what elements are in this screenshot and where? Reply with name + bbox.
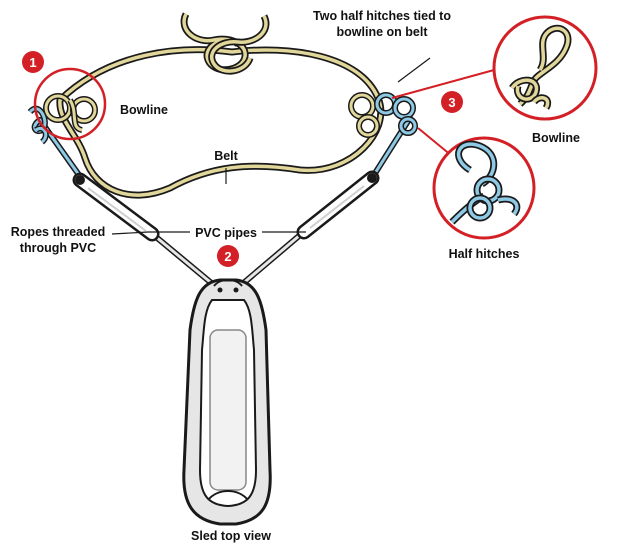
sled-top-view — [182, 278, 272, 526]
svg-text:3: 3 — [448, 95, 455, 110]
highlight-circle-left-bowline — [33, 67, 107, 141]
label-belt: Belt — [214, 149, 238, 163]
left-rope-assembly — [37, 117, 217, 289]
right-pvc-pipe — [296, 170, 380, 240]
label-half-hitches-callout: Half hitches — [449, 247, 520, 261]
right-bowline-knot — [348, 92, 418, 138]
label-sled-top-view: Sled top view — [191, 529, 271, 543]
belt-top-knot — [180, 12, 270, 75]
bowline-detail-callout — [492, 15, 598, 121]
label-ropes-line2: through PVC — [20, 241, 96, 255]
step-badge-1: 1 — [22, 51, 44, 73]
label-pvc-pipes: PVC pipes — [195, 226, 257, 240]
left-pvc-pipe — [72, 172, 160, 242]
half-hitches-detail-callout — [432, 136, 536, 240]
label-two-half-hitches-line2: bowline on belt — [337, 25, 429, 39]
connector-line-bowline — [391, 69, 495, 99]
label-ropes-line1: Ropes threaded — [11, 225, 105, 239]
belt-loop — [56, 46, 385, 199]
connector-line-half-hitches — [417, 127, 453, 157]
label-bowline: Bowline — [120, 103, 168, 117]
svg-text:2: 2 — [224, 249, 231, 264]
step-badge-3: 3 — [441, 91, 463, 113]
right-rope-assembly — [238, 115, 413, 289]
left-bowline-knot — [27, 93, 98, 145]
pointer-lines — [111, 57, 431, 235]
step-badge-2: 2 — [217, 245, 239, 267]
label-two-half-hitches-line1: Two half hitches tied to — [313, 9, 451, 23]
svg-text:1: 1 — [29, 55, 36, 70]
label-bowline-callout: Bowline — [532, 131, 580, 145]
